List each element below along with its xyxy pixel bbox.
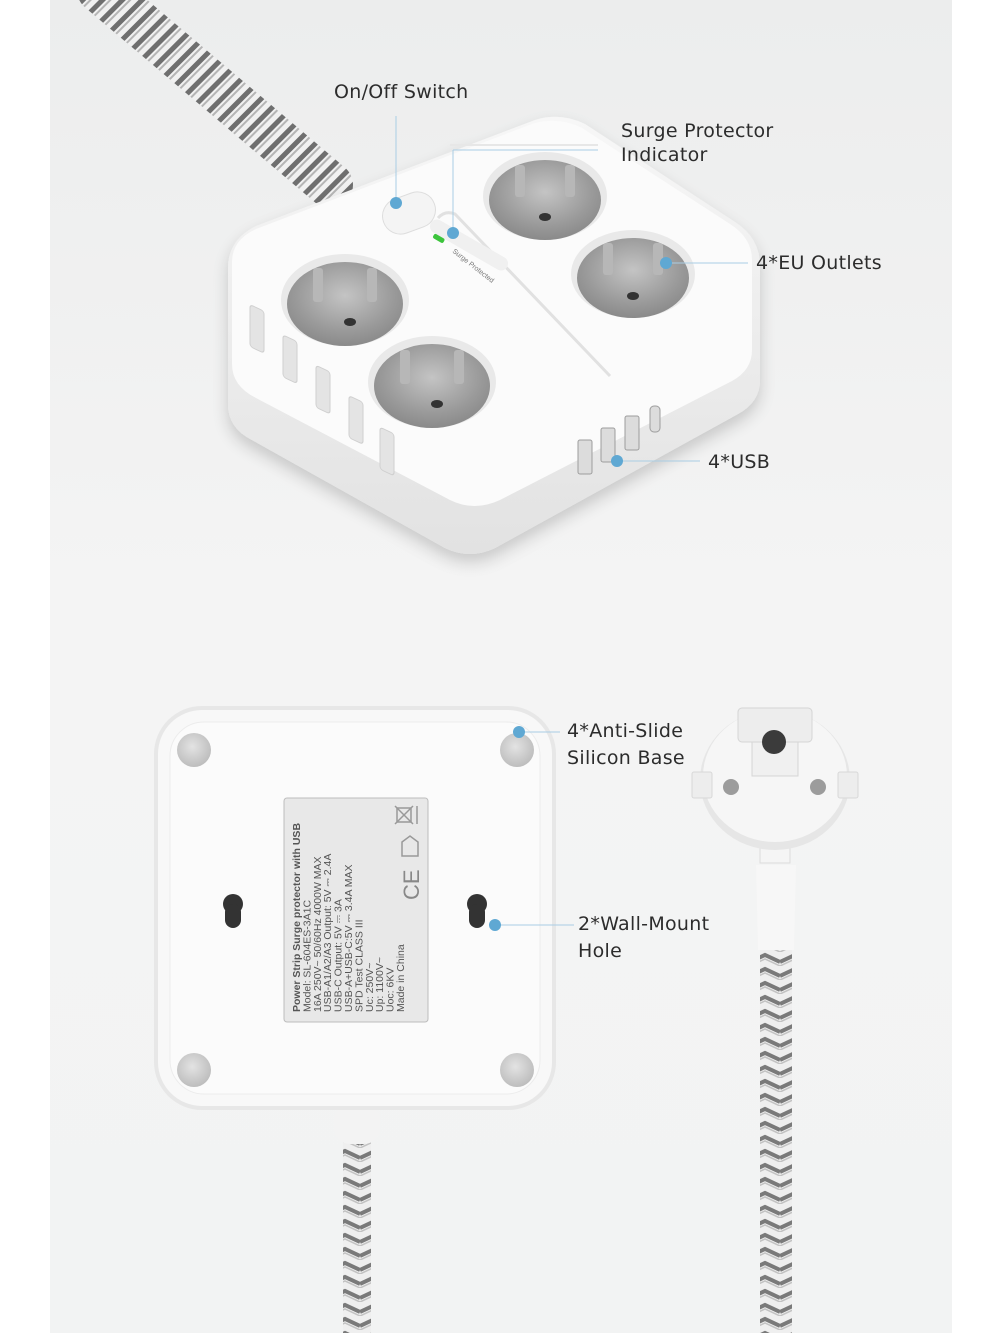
spec-label-line: SPD Test CLASS III <box>353 919 365 1012</box>
anti-slide-pad-2 <box>500 733 534 767</box>
wall-mount-hole-1 <box>223 894 243 928</box>
callout-leaders-top <box>395 116 748 462</box>
callout-text-line2: Hole <box>578 940 623 962</box>
spec-label-line: Uoc: 6KV <box>385 968 397 1012</box>
callout-dot-outlets <box>660 257 672 269</box>
spec-label-line: Power Strip Surge protector with USB <box>291 823 303 1012</box>
callout-dots-bottom <box>489 726 525 931</box>
callout-text-line1: Surge Protector <box>621 120 774 142</box>
schuko-plug <box>691 707 859 1333</box>
anti-slide-pad-4 <box>500 1053 534 1087</box>
spec-label-line: USB-A1/A2/A3 Output: 5V ⎓ 2.4A <box>322 854 334 1012</box>
spec-label-line: Model: SL-604ES-3A1C <box>301 900 313 1012</box>
callout-text-line1: 2*Wall-Mount <box>578 913 710 935</box>
anti-slide-pad-1 <box>177 733 211 767</box>
plug-pin-left <box>723 779 739 795</box>
callout-leaders-bottom <box>496 731 574 926</box>
callout-text-line2: Indicator <box>621 144 708 166</box>
usb-ports <box>577 405 661 475</box>
eu-socket-4 <box>368 336 496 428</box>
spec-label-line: USB-A+USB-C:5V ⎓ 3.4A MAX <box>343 864 355 1012</box>
house-icon <box>401 835 419 857</box>
braided-power-cable <box>79 0 353 208</box>
callout-eu-outlets: 4*EU Outlets <box>756 250 882 277</box>
eu-socket-3 <box>281 254 409 346</box>
eu-socket-1 <box>483 152 607 240</box>
spec-label-line: Up: 1100V~ <box>374 957 386 1012</box>
callout-dot-antislide <box>513 726 525 738</box>
spec-label-plate <box>283 797 429 1023</box>
wall-mount-hole-2 <box>467 894 487 928</box>
callout-anti-slide-base: 4*Anti-Slide Silicon Base <box>567 718 685 772</box>
callout-usb: 4*USB <box>708 449 770 476</box>
spec-label-line: USB-C Output: 5V ⎓ 3A <box>333 899 345 1012</box>
spec-label-line: Made in China <box>395 944 407 1012</box>
callout-text: 4*USB <box>708 451 771 473</box>
eu-socket-2 <box>571 230 695 318</box>
plug-pin-right <box>810 779 826 795</box>
callout-wall-mount-hole: 2*Wall-Mount Hole <box>578 911 709 965</box>
callout-dots-top <box>390 197 672 467</box>
anti-slide-pad-3 <box>177 1053 211 1087</box>
callout-dot-wallmount <box>489 919 501 931</box>
power-strip-bottom-view: Power Strip Surge protector with USBMode… <box>154 706 556 1333</box>
callout-text: On/Off Switch <box>334 81 469 103</box>
callout-text-line1: 4*Anti-Slide <box>567 720 684 742</box>
side-vents <box>249 305 395 476</box>
ce-mark: CE <box>399 869 424 900</box>
callout-dot-indicator <box>447 227 459 239</box>
spec-label-line: Uc: 250V~ <box>364 963 376 1012</box>
bottom-cable <box>343 1130 371 1333</box>
callout-text-line2: Silicon Base <box>567 747 685 769</box>
weee-bin-icon <box>394 805 418 825</box>
spec-label-text: Power Strip Surge protector with USBMode… <box>291 823 407 1012</box>
plug-cable <box>760 945 792 1333</box>
callout-text: 4*EU Outlets <box>756 252 882 274</box>
plug-pin-center <box>762 730 786 754</box>
spec-label-line: 16A 250V~ 50/60Hz 4000W MAX <box>312 856 324 1012</box>
callout-on-off-switch: On/Off Switch <box>334 79 469 106</box>
callout-dot-switch <box>390 197 402 209</box>
callout-dot-usb <box>611 455 623 467</box>
callout-surge-indicator: Surge Protector Indicator <box>621 119 773 167</box>
